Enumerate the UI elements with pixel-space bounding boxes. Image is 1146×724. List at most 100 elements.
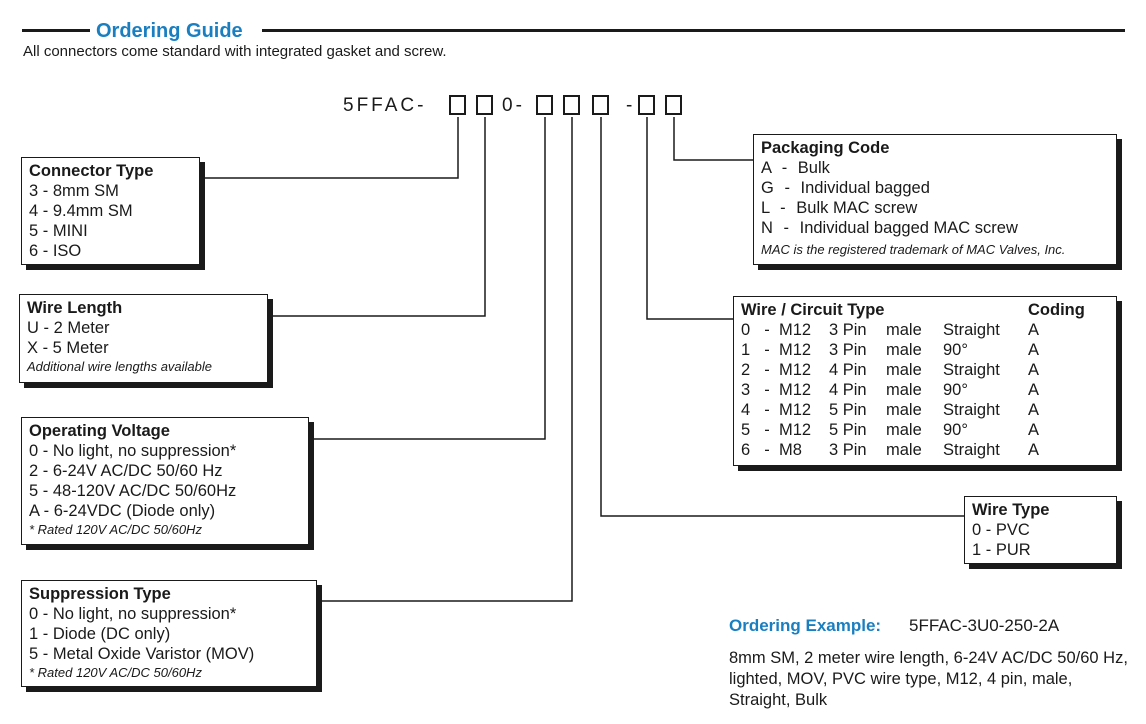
- table-cell: 3 Pin: [829, 441, 867, 459]
- wire-length-option: U - 2 Meter: [27, 319, 110, 337]
- packaging-code-note: MAC is the registered trademark of MAC V…: [761, 242, 1066, 257]
- table-cell: M12: [779, 321, 812, 339]
- table-cell: A: [1028, 361, 1040, 379]
- code-slot-suppression-type: [563, 95, 580, 115]
- wire-type-option: 1 - PUR: [972, 541, 1031, 559]
- table-cell: A: [1028, 441, 1040, 459]
- connector-type-box: Connector Type 3 - 8mm SM 4 - 9.4mm SM 5…: [21, 157, 200, 265]
- table-cell: 3: [741, 381, 751, 399]
- table-cell: 1: [741, 341, 751, 359]
- table-cell: male: [886, 361, 922, 379]
- table-cell: -: [764, 341, 770, 359]
- packaging-code-option: G - Individual bagged: [761, 178, 1109, 198]
- table-cell: -: [764, 441, 770, 459]
- packaging-code-heading: Packaging Code: [761, 139, 890, 157]
- wire-type-option: 0 - PVC: [972, 521, 1030, 539]
- operating-voltage-option: 0 - No light, no suppression*: [29, 442, 237, 460]
- table-cell: male: [886, 321, 922, 339]
- packaging-code-sep: -: [781, 159, 788, 177]
- ordering-example-code: 5FFAC-3U0-250-2A: [909, 616, 1060, 635]
- ordering-example-label: Ordering Example:: [729, 616, 882, 635]
- table-cell: -: [764, 381, 770, 399]
- table-cell: male: [886, 441, 922, 459]
- wire-length-box: Wire Length U - 2 Meter X - 5 Meter Addi…: [19, 294, 268, 383]
- table-cell: Straight: [943, 361, 1000, 379]
- table-cell: 5 Pin: [829, 421, 867, 439]
- operating-voltage-option: 5 - 48-120V AC/DC 50/60Hz: [29, 482, 237, 500]
- connector-type-heading: Connector Type: [29, 162, 154, 180]
- code-slot-operating-voltage: [536, 95, 553, 115]
- code-slot-packaging-code: [665, 95, 682, 115]
- suppression-type-note: * Rated 120V AC/DC 50/60Hz: [29, 665, 202, 680]
- operating-voltage-option: A - 6-24VDC (Diode only): [29, 502, 216, 520]
- wire-circuit-type-header-row: Wire / Circuit Type Coding: [741, 300, 1085, 320]
- operating-voltage-heading: Operating Voltage: [29, 422, 170, 440]
- code-slot-wire-length: [476, 95, 493, 115]
- header-rule-left: [22, 29, 90, 32]
- table-cell: M12: [779, 361, 812, 379]
- leader-connector-type: [203, 117, 459, 179]
- packaging-code-box: Packaging Code A - Bulk G - Individual b…: [753, 134, 1117, 265]
- table-cell: Straight: [943, 441, 1000, 459]
- table-cell: 0: [741, 321, 751, 339]
- connector-type-option: 6 - ISO: [29, 242, 82, 260]
- page-subtitle: All connectors come standard with integr…: [23, 43, 447, 60]
- leader-wire-circuit-type: [646, 117, 733, 320]
- wire-length-option: X - 5 Meter: [27, 339, 109, 357]
- table-cell: M12: [779, 341, 812, 359]
- packaging-code-letter: N: [761, 219, 773, 237]
- table-cell: 4 Pin: [829, 361, 867, 379]
- code-slot-wire-type: [592, 95, 609, 115]
- suppression-type-box: Suppression Type 0 - No light, no suppre…: [21, 580, 317, 687]
- table-cell: 6: [741, 441, 751, 459]
- table-cell: 4: [741, 401, 751, 419]
- wire-length-note: Additional wire lengths available: [27, 359, 213, 374]
- packaging-code-label: Individual bagged MAC screw: [799, 219, 1018, 237]
- table-cell: A: [1028, 321, 1040, 339]
- table-cell: Straight: [943, 321, 1000, 339]
- operating-voltage-option: 2 - 6-24V AC/DC 50/60 Hz: [29, 462, 223, 480]
- suppression-type-heading: Suppression Type: [29, 585, 171, 603]
- connector-type-option: 4 - 9.4mm SM: [29, 202, 133, 220]
- connector-type-option: 3 - 8mm SM: [29, 182, 119, 200]
- table-cell: 3 Pin: [829, 341, 867, 359]
- table-cell: 90°: [943, 341, 968, 359]
- leader-suppression-type: [317, 117, 573, 602]
- code-slot-connector-type: [449, 95, 466, 115]
- leader-operating-voltage: [309, 117, 546, 440]
- table-cell: 90°: [943, 421, 968, 439]
- packaging-code-letter: L: [761, 199, 770, 217]
- packaging-code-letter: A: [761, 159, 772, 177]
- table-cell: -: [764, 361, 770, 379]
- operating-voltage-box: Operating Voltage 0 - No light, no suppr…: [21, 417, 309, 545]
- page-title: Ordering Guide: [96, 20, 243, 42]
- packaging-code-label: Bulk: [797, 159, 830, 177]
- connector-type-option: 5 - MINI: [29, 222, 88, 240]
- suppression-type-option: 1 - Diode (DC only): [29, 625, 171, 643]
- header-rule-right: [262, 29, 1125, 32]
- ordering-example-description: 8mm SM, 2 meter wire length, 6-24V AC/DC…: [729, 649, 1128, 709]
- table-cell: A: [1028, 381, 1040, 399]
- packaging-code-label: Bulk MAC screw: [796, 199, 918, 217]
- table-cell: male: [886, 341, 922, 359]
- part-code-zero: 0-: [502, 95, 525, 116]
- wire-circuit-type-heading: Wire / Circuit Type: [741, 301, 885, 319]
- table-cell: 5 Pin: [829, 401, 867, 419]
- table-cell: 3 Pin: [829, 321, 867, 339]
- packaging-code-sep: -: [784, 179, 790, 197]
- table-cell: Straight: [943, 401, 1000, 419]
- packaging-code-option: N - Individual bagged MAC screw: [761, 218, 1109, 238]
- table-cell: male: [886, 421, 922, 439]
- code-slot-wire-circuit-type: [638, 95, 655, 115]
- table-cell: 90°: [943, 381, 968, 399]
- packaging-code-label: Individual bagged: [800, 179, 930, 197]
- table-cell: 5: [741, 421, 751, 439]
- suppression-type-option: 0 - No light, no suppression*: [29, 605, 237, 623]
